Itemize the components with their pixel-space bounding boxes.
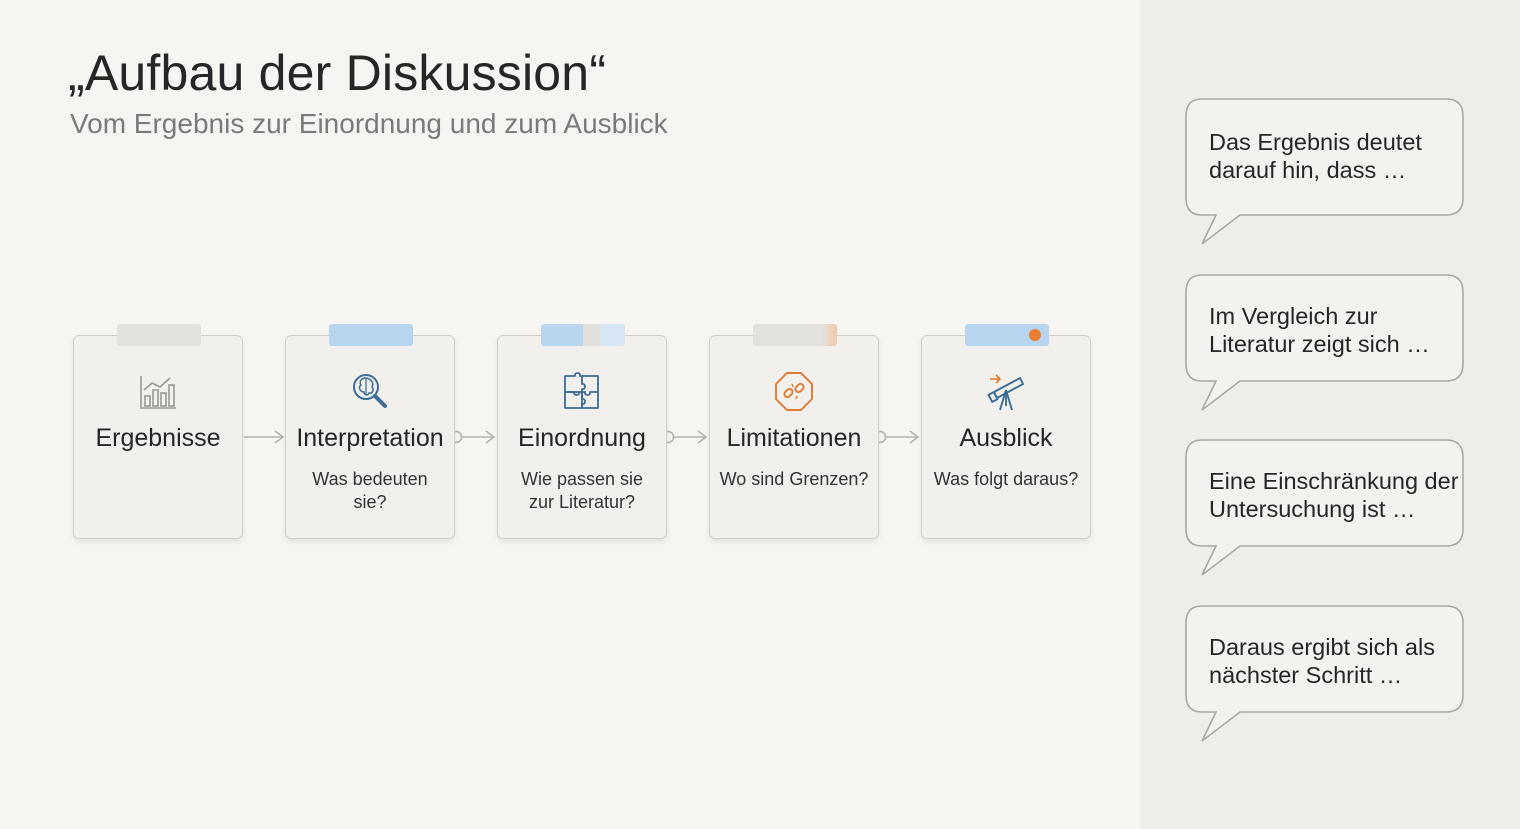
step-title: Limitationen (726, 424, 862, 452)
puzzle-icon (564, 372, 599, 409)
step-question: Was folgt daraus? (933, 469, 1079, 489)
speech-bubble-shape (1185, 274, 1464, 411)
speech-bubble-shape (1185, 439, 1464, 576)
step-title: Ausblick (959, 424, 1053, 452)
card-tab (965, 324, 1049, 346)
step-question: Wo sind Grenzen? (719, 469, 869, 489)
step-card-limitationen: Limitationen Wo sind Grenzen? (709, 324, 879, 539)
step-card-ausblick: Ausblick Was folgt daraus? (921, 324, 1091, 539)
step-question: Was bedeuten sie? (312, 469, 428, 512)
phrase-text: Daraus ergibt sich als nächster Schritt … (1209, 634, 1435, 688)
card-tab (117, 324, 201, 346)
highlight-dot (1029, 329, 1041, 341)
phrase-bubble-3: Eine Einschränkung der Untersuchung ist … (1184, 439, 1466, 579)
phrase-text: Das Ergebnis deutet darauf hin, dass … (1209, 129, 1422, 183)
step-question: Wie passen sie zur Literatur? (520, 469, 644, 512)
card-tab (753, 324, 837, 346)
phrase-text: Eine Einschränkung der Untersuchung ist … (1209, 468, 1459, 522)
page-title: „Aufbau der Diskussion“ (68, 45, 607, 101)
step-title: Interpretation (296, 424, 444, 452)
page-subtitle: Vom Ergebnis zur Einordnung und zum Ausb… (70, 108, 668, 139)
brain-magnifier-icon (353, 374, 387, 408)
bar-chart-icon (140, 376, 176, 409)
card-tab (541, 324, 625, 346)
phrase-bubble-1: Das Ergebnis deutet darauf hin, dass … (1184, 98, 1466, 248)
card-tab (329, 324, 413, 346)
step-card-einordnung: Einordnung Wie passen sie zur Literatur? (497, 324, 667, 539)
broken-link-icon (775, 372, 813, 411)
speech-bubble-shape (1185, 98, 1464, 245)
connector-1-2 (244, 430, 285, 444)
step-title: Einordnung (518, 424, 646, 452)
phrase-bubble-2: Im Vergleich zur Literatur zeigt sich … (1184, 274, 1466, 414)
speech-bubble-shape (1185, 605, 1464, 742)
step-card-interpretation: Interpretation Was bedeuten sie? (285, 324, 455, 539)
telescope-icon (987, 374, 1024, 411)
step-card-ergebnisse: Ergebnisse (73, 324, 243, 539)
phrase-text: Im Vergleich zur Literatur zeigt sich … (1209, 303, 1430, 357)
step-title: Ergebnisse (95, 424, 221, 452)
phrase-bubble-4: Daraus ergibt sich als nächster Schritt … (1184, 605, 1466, 745)
